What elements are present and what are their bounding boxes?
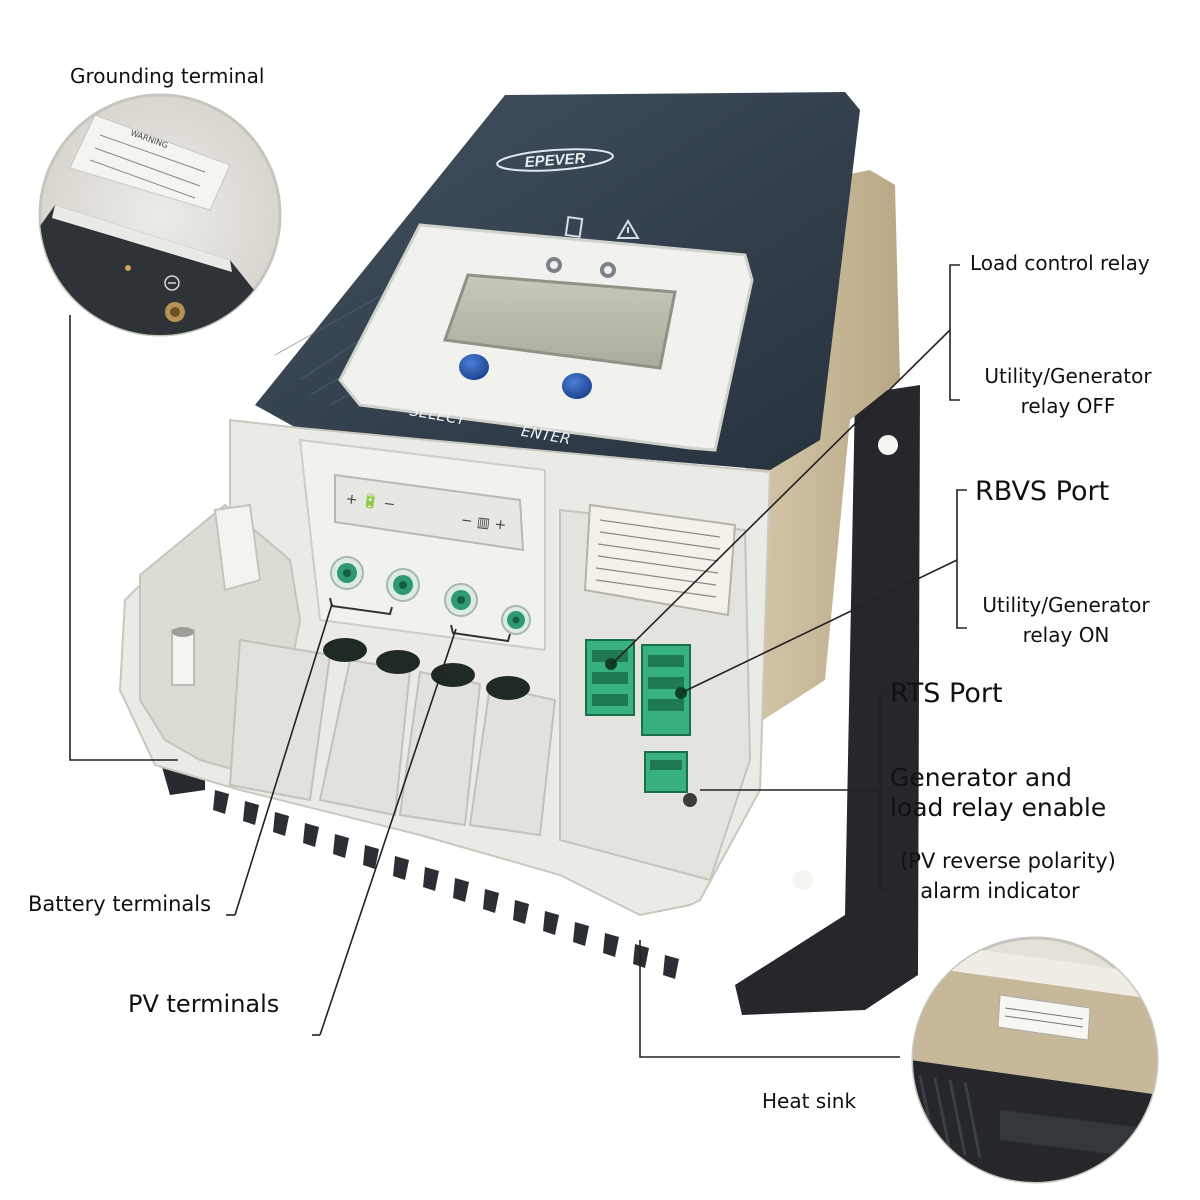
heat-sink-fin (243, 801, 259, 825)
display-bezel (338, 223, 754, 452)
heat-sink-fin (663, 955, 679, 979)
heat-sink-fin (333, 834, 349, 858)
grounding-terminal-inset: WARNING (38, 93, 282, 337)
heat-sink-fin (483, 889, 499, 913)
heat-sink-fin (393, 856, 409, 880)
mounting-hole-icon (793, 870, 813, 890)
battery-terminal-screw (386, 568, 420, 602)
heat-sink-label: Heat sink (762, 1089, 856, 1113)
heat-sink-fins (213, 790, 679, 979)
svg-text:EPEVER: EPEVER (524, 150, 586, 171)
pv-reverse-polarity-label-line2: alarm indicator (920, 879, 1080, 903)
generator-enable-label-line2: load relay enable (890, 793, 1106, 822)
heat-sink-fin (453, 878, 469, 902)
generator-enable-label-line1: Generator and (890, 763, 1072, 792)
mounting-hole-icon (878, 435, 898, 455)
pv-reverse-polarity-label-line1: (PV reverse polarity) (900, 849, 1116, 873)
utility-relay-on-label-line1: Utility/Generator (982, 593, 1150, 617)
alarm-indicator-led (683, 793, 697, 807)
pv-terminals (444, 583, 531, 635)
callout-labels: Grounding terminal Load control relay Ut… (28, 64, 1152, 1113)
heat-sink-fin (303, 823, 319, 847)
grounding-terminal-label: Grounding terminal (70, 64, 264, 88)
heat-sink-fin (543, 911, 559, 935)
leader-lines (69, 264, 967, 1058)
battery-terminals-label: Battery terminals (28, 892, 211, 916)
battery-terminal-screw (330, 556, 364, 590)
heat-sink-fin (513, 900, 529, 924)
heat-sink-fin (363, 845, 379, 869)
rts-port-connector (644, 751, 688, 793)
utility-relay-off-label-line2: relay OFF (1021, 394, 1116, 418)
brand-logo: EPEVER (496, 148, 614, 172)
heat-sink-fin (603, 933, 619, 957)
pv-terminals-label: PV terminals (128, 990, 279, 1018)
utility-relay-on-label-line2: relay ON (1023, 623, 1110, 647)
utility-relay-off-label-line1: Utility/Generator (984, 364, 1152, 388)
load-control-relay-connector (585, 639, 635, 716)
enter-button[interactable] (562, 373, 592, 399)
lcd-screen (442, 273, 677, 370)
rts-port-label: RTS Port (890, 678, 1003, 709)
grounding-screw-icon (165, 302, 185, 322)
pv-terminal-screw (501, 605, 531, 635)
rbvs-port-connector (641, 644, 691, 736)
grounding-symbol-icon (164, 275, 180, 291)
specification-label (583, 503, 737, 617)
heat-sink-fin (573, 922, 589, 946)
battery-terminal-marking: + 🔋 − (345, 490, 396, 513)
heat-sink-fin (213, 790, 229, 814)
heat-sink (160, 385, 920, 1015)
load-control-relay-label: Load control relay (970, 251, 1150, 275)
pv-terminal-screw (444, 583, 478, 617)
heat-sink-fin (423, 867, 439, 891)
heat-sink-fin (273, 812, 289, 836)
pv-terminal-marking: − ▥ + (460, 512, 507, 533)
manual-icon (564, 215, 584, 239)
warning-triangle-icon (616, 219, 640, 239)
heat-sink-fin (633, 944, 649, 968)
rbvs-port-label: RBVS Port (975, 476, 1109, 507)
select-button[interactable] (459, 354, 489, 380)
terminal-label-plate (334, 473, 525, 552)
heat-sink-inset (911, 936, 1159, 1184)
battery-terminals (330, 556, 420, 602)
